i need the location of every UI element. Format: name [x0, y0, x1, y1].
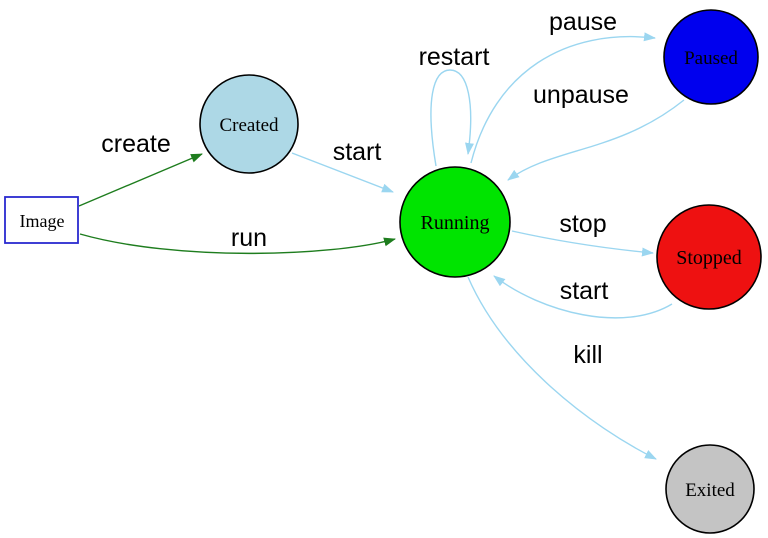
node-exited: Exited	[665, 444, 755, 534]
node-running: Running	[399, 166, 511, 278]
edge-unpause	[507, 99, 685, 181]
edge-label-stop: stop	[559, 210, 606, 238]
edge-create	[78, 153, 203, 207]
edge-run	[79, 233, 396, 255]
node-exited-label: Exited	[685, 480, 735, 501]
edge-label-unpause: unpause	[533, 81, 629, 109]
edge-label-run: run	[231, 224, 267, 252]
node-image-label: Image	[20, 211, 65, 231]
edge-start-stopped-running	[493, 275, 673, 319]
edge-label-restart: restart	[419, 43, 490, 71]
node-paused-label: Paused	[684, 48, 738, 69]
edge-start-created-running	[291, 152, 394, 193]
node-created: Created	[199, 74, 299, 174]
node-paused: Paused	[663, 9, 759, 105]
node-stopped-label: Stopped	[676, 247, 742, 269]
edge-label-create: create	[101, 130, 170, 158]
edge-stop	[511, 230, 654, 257]
node-image: Image	[4, 196, 79, 244]
edge-kill	[467, 276, 657, 460]
edge-label-kill: kill	[573, 341, 602, 369]
edge-label-pause: pause	[549, 8, 617, 36]
edge-pause	[470, 32, 656, 164]
edge-label-start-2: start	[560, 277, 609, 305]
edge-restart-self-loop	[430, 69, 474, 167]
node-running-label: Running	[421, 212, 490, 234]
edge-label-start-1: start	[333, 138, 382, 166]
node-created-label: Created	[219, 115, 279, 136]
node-stopped: Stopped	[656, 204, 762, 310]
